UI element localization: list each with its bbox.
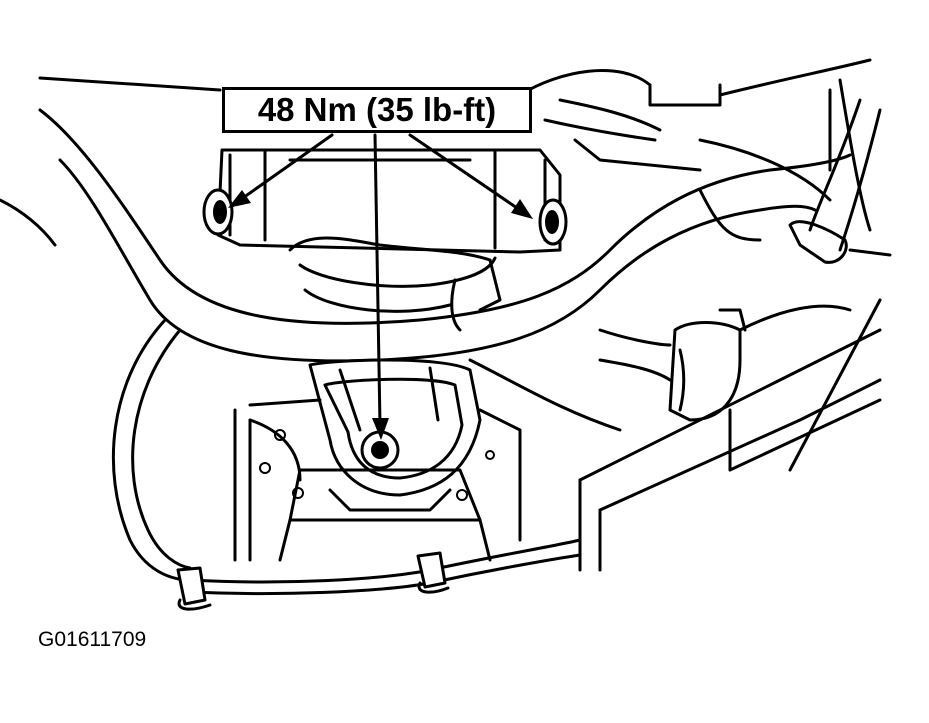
figure-id: G01611709 bbox=[38, 628, 147, 651]
bottom-hose bbox=[176, 538, 582, 611]
torque-label: 48 Nm (35 lb-ft) bbox=[257, 91, 497, 128]
crossmember-tube bbox=[0, 108, 852, 363]
upper-housing-lines bbox=[38, 58, 872, 242]
torque-callout: 48 Nm (35 lb-ft) bbox=[222, 87, 532, 133]
subframe-plate bbox=[233, 398, 522, 562]
left-pipe bbox=[111, 318, 622, 582]
right-bracket bbox=[598, 304, 852, 422]
left-bolt bbox=[202, 188, 234, 236]
right-bolt bbox=[538, 198, 568, 246]
torque-arrows bbox=[228, 133, 533, 440]
frame-rail bbox=[578, 298, 882, 572]
mount-isolator bbox=[288, 236, 502, 332]
right-strut bbox=[788, 98, 892, 264]
center-nut bbox=[360, 430, 400, 470]
lower-mount-arm bbox=[308, 358, 482, 497]
